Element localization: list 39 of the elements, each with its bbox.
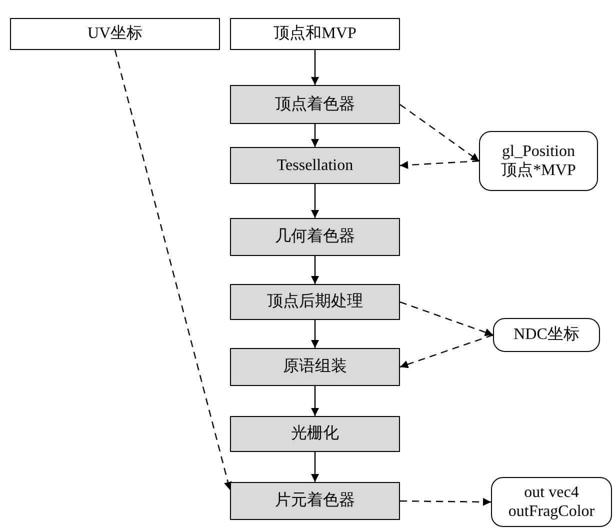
process-box: [230, 348, 400, 386]
process-box: [230, 147, 400, 184]
node-label: 原语组装: [283, 357, 347, 377]
arrow: [311, 184, 319, 218]
process-box: [230, 284, 400, 320]
node-label: 顶点和MVP: [274, 24, 356, 44]
input-box: [230, 18, 400, 50]
data-box: [491, 477, 612, 527]
arrow: [311, 320, 319, 348]
node-label: Tessellation: [276, 156, 354, 176]
node-label: outFragColor: [508, 502, 595, 522]
arrow: [311, 452, 319, 482]
process-box: [230, 218, 400, 256]
data-box: [479, 131, 598, 191]
node-label: 光栅化: [291, 424, 339, 444]
arrow: [311, 256, 319, 284]
arrow: [114, 50, 232, 490]
arrow: [400, 498, 491, 506]
node-label: 几何着色器: [275, 227, 355, 247]
arrow: [400, 104, 480, 162]
arrow: [311, 124, 319, 147]
input-box: [10, 18, 220, 50]
node-label: 片元着色器: [275, 491, 355, 511]
node-label: UV坐标: [87, 24, 143, 44]
arrow: [311, 386, 319, 416]
process-box: [230, 482, 400, 520]
arrow: [400, 334, 494, 368]
process-box: [230, 85, 400, 124]
node-label: NDC坐标: [514, 325, 580, 345]
arrow: [400, 160, 480, 170]
arrow: [311, 50, 319, 85]
process-box: [230, 416, 400, 452]
node-label: 顶点着色器: [275, 94, 355, 114]
node-label: 顶点后期处理: [267, 292, 363, 312]
node-label: out vec4: [524, 482, 579, 502]
arrow: [400, 301, 494, 336]
node-label: 顶点*MVP: [501, 161, 576, 180]
data-box: [493, 318, 600, 352]
node-label: gl_Position: [502, 142, 575, 161]
